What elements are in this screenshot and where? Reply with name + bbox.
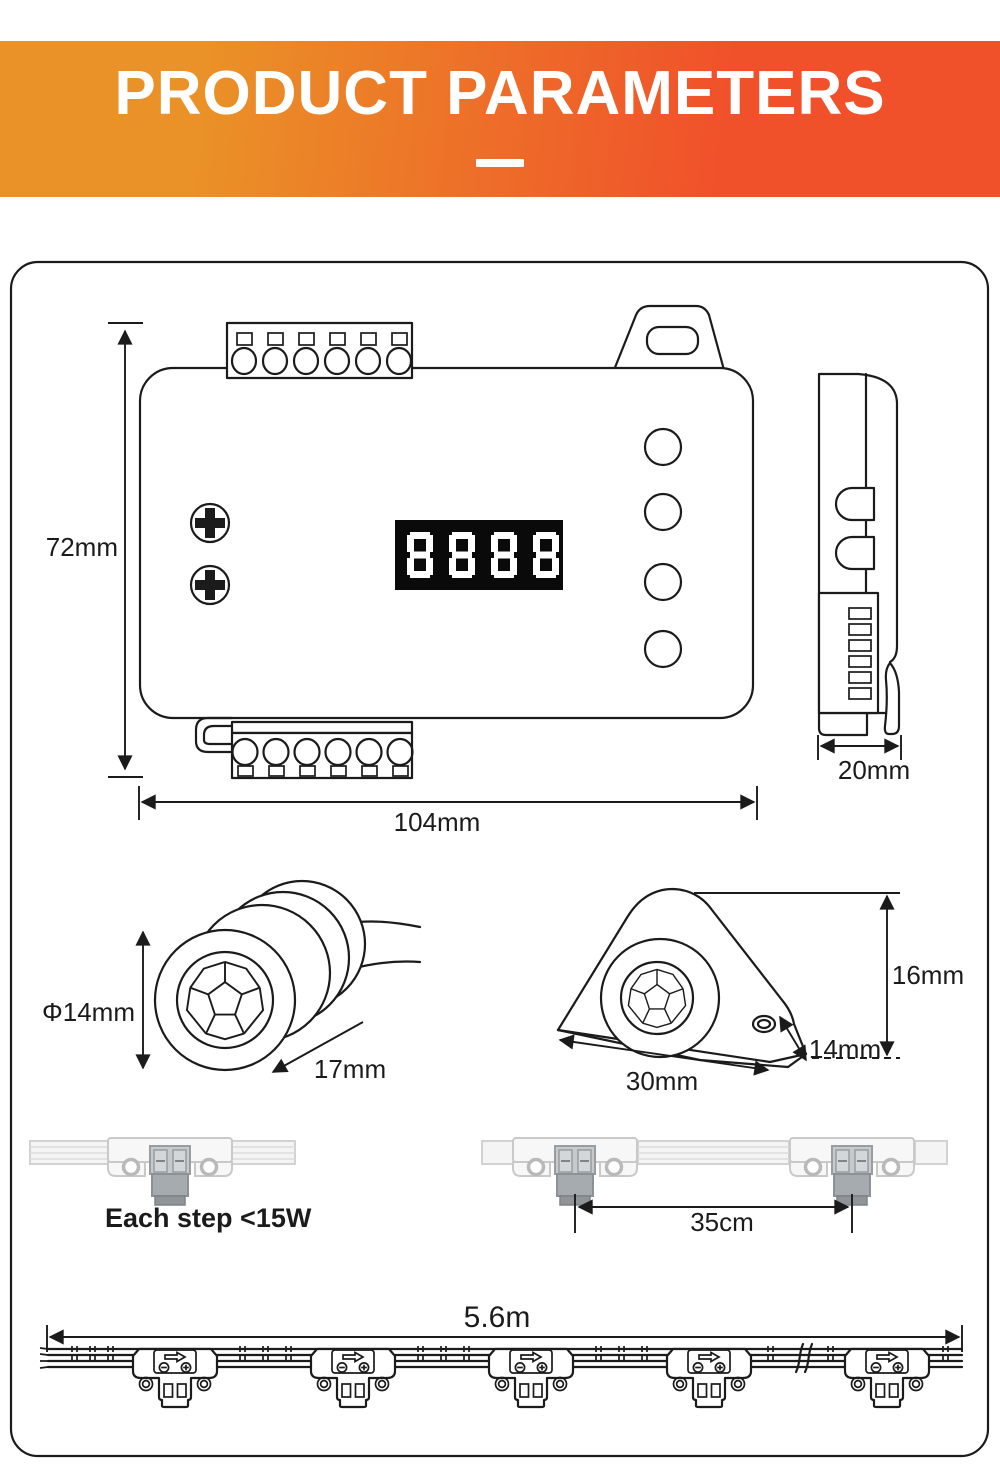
dim-label-front-width: 104mm bbox=[394, 807, 481, 837]
screw-icon bbox=[189, 564, 231, 606]
side-button-bump bbox=[834, 486, 876, 522]
dimension-16mm: 16mm bbox=[694, 892, 964, 1059]
connector-pair: 35cm bbox=[481, 1136, 948, 1237]
strip-module bbox=[843, 1347, 931, 1409]
led-strip-run: 5.6m bbox=[39, 1301, 964, 1409]
power-note-label: Each step <15W bbox=[105, 1203, 312, 1233]
side-button-bump bbox=[834, 535, 876, 571]
dim-label-sensor-length: 17mm bbox=[314, 1054, 386, 1084]
inline-pir-sensor: Φ14mm 17mm bbox=[42, 879, 422, 1084]
page-title: PRODUCT PARAMETERS bbox=[114, 59, 886, 128]
round-button bbox=[643, 629, 683, 669]
dim-label-bracket-height: 16mm bbox=[892, 960, 964, 990]
dim-label-strip-length: 5.6m bbox=[464, 1301, 531, 1334]
round-button bbox=[643, 562, 683, 602]
dimension-72mm: 72mm bbox=[46, 322, 143, 778]
controller-side-view bbox=[817, 372, 901, 737]
dimension-20mm: 20mm bbox=[817, 735, 910, 785]
seven-segment-display bbox=[395, 520, 563, 590]
round-button bbox=[643, 492, 683, 532]
single-connector: Each step <15W bbox=[29, 1136, 312, 1233]
strip-module bbox=[309, 1347, 397, 1409]
dimension-17mm: 17mm bbox=[271, 1021, 386, 1084]
dim-label-side-width: 20mm bbox=[838, 755, 910, 785]
dimension-30mm: 30mm bbox=[558, 1034, 770, 1096]
dim-label-connector-spacing: 35cm bbox=[690, 1207, 754, 1237]
strip-module bbox=[487, 1347, 575, 1409]
title-underline-dash bbox=[476, 159, 524, 167]
round-button bbox=[643, 427, 683, 467]
screw-icon bbox=[189, 502, 231, 544]
strip-module bbox=[131, 1347, 219, 1409]
controller-front-view bbox=[138, 304, 755, 780]
dim-label-bracket-depth: 14mm bbox=[809, 1034, 881, 1064]
dim-label-bracket-width: 30mm bbox=[626, 1066, 698, 1096]
mounting-ear bbox=[612, 304, 726, 372]
dimension-5.6m: 5.6m bbox=[46, 1301, 963, 1352]
top-terminal-block bbox=[225, 321, 414, 380]
dimension-35cm: 35cm bbox=[574, 1194, 853, 1237]
mounting-ear-hole bbox=[645, 325, 700, 356]
bracket-pir-sensor: 16mm 14mm 30mm bbox=[556, 887, 964, 1096]
strip-break-mark bbox=[794, 1342, 814, 1374]
strip-module bbox=[665, 1347, 753, 1409]
dim-label-sensor-diameter: Φ14mm bbox=[42, 997, 135, 1027]
side-clip bbox=[883, 661, 901, 736]
bottom-terminal-block bbox=[230, 720, 414, 780]
dimension-phi14mm: Φ14mm bbox=[42, 930, 151, 1070]
dim-label-front-height: 72mm bbox=[46, 532, 118, 562]
dimension-14mm: 14mm bbox=[779, 1015, 881, 1064]
header-banner: PRODUCT PARAMETERS bbox=[0, 41, 1000, 197]
dimension-104mm: 104mm bbox=[138, 786, 758, 837]
diagram-panel-border bbox=[9, 260, 990, 1458]
wire-hook bbox=[194, 716, 234, 754]
